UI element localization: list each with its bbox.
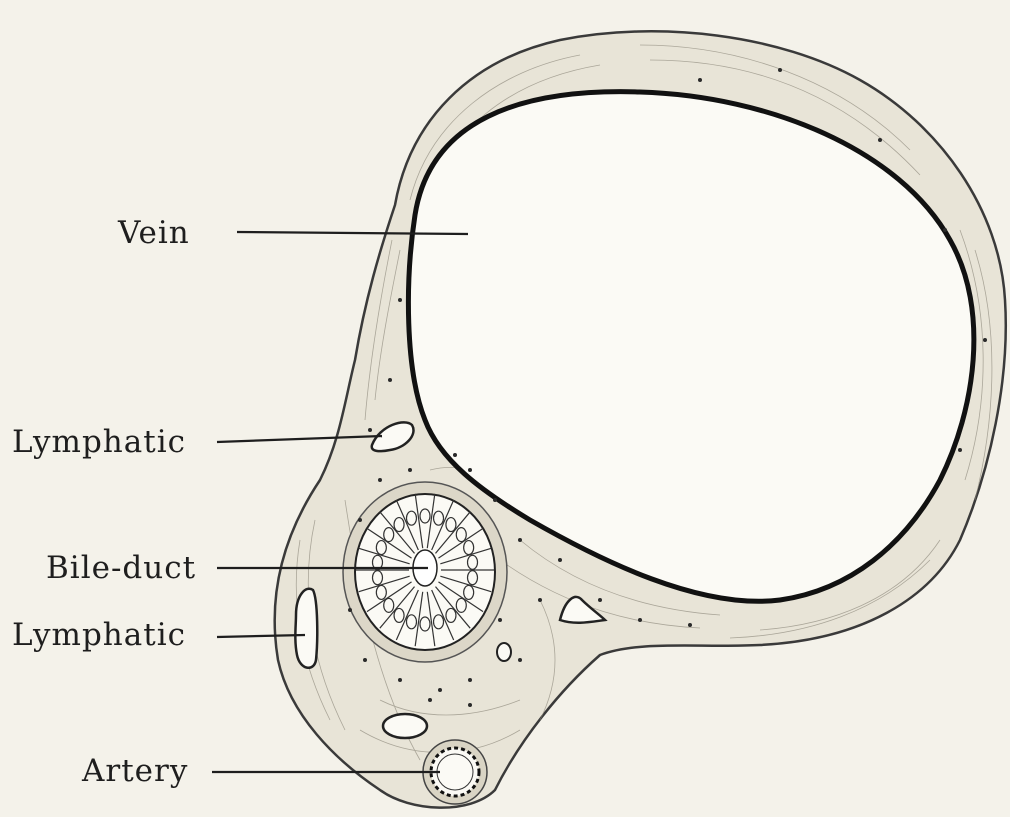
tissue-nucleus [388, 378, 392, 382]
tissue-nucleus [493, 498, 497, 502]
tissue-nucleus [468, 703, 472, 707]
small-vessel-right [497, 643, 511, 661]
tissue-nucleus [378, 478, 382, 482]
vein-label: Vein [118, 218, 190, 249]
lymphatic-upper-label: Lymphatic [12, 427, 186, 458]
tissue-nucleus [538, 598, 542, 602]
tissue-nucleus [368, 428, 372, 432]
artery-label: Artery [82, 756, 188, 787]
tissue-nucleus [958, 448, 962, 452]
tissue-nucleus [453, 453, 457, 457]
tissue-nucleus [468, 678, 472, 682]
tissue-nucleus [778, 68, 782, 72]
lymphatic-vessel-lower [295, 589, 317, 668]
tissue-nucleus [688, 623, 692, 627]
tissue-nucleus [358, 518, 362, 522]
tissue-nucleus [428, 698, 432, 702]
tissue-nucleus [408, 468, 412, 472]
tissue-nucleus [698, 78, 702, 82]
tissue-nucleus [363, 658, 367, 662]
tissue-nucleus [878, 138, 882, 142]
tissue-nucleus [348, 608, 352, 612]
tissue-nucleus [468, 468, 472, 472]
tissue-nucleus [398, 678, 402, 682]
tissue-nucleus [518, 658, 522, 662]
tissue-nucleus [558, 558, 562, 562]
tissue-nucleus [983, 338, 987, 342]
tissue-nucleus [398, 298, 402, 302]
tissue-nucleus [498, 618, 502, 622]
bile-duct-label: Bile-duct [46, 553, 196, 584]
bile-duct [343, 482, 507, 662]
small-vessel-lower [383, 714, 427, 738]
tissue-nucleus [438, 688, 442, 692]
tissue-nucleus [638, 618, 642, 622]
lymphatic-lower-label: Lymphatic [12, 620, 186, 651]
tissue-nucleus [943, 228, 947, 232]
tissue-nucleus [598, 598, 602, 602]
tissue-nucleus [518, 538, 522, 542]
